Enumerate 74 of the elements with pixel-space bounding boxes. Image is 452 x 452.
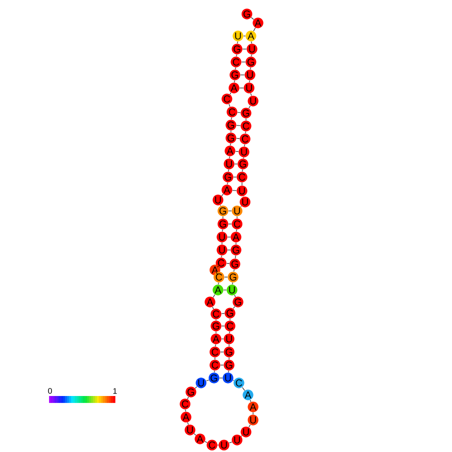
- backbone-line: [230, 92, 232, 94]
- backbone-line: [249, 80, 250, 83]
- backbone-line: [228, 357, 230, 360]
- backbone-line: [237, 41, 238, 44]
- backbone-line: [253, 28, 256, 32]
- backbone-line: [236, 216, 238, 219]
- backbone-line: [245, 131, 246, 134]
- backbone-line: [242, 387, 245, 391]
- backbone-line: [235, 67, 236, 70]
- backbone-line: [250, 93, 252, 96]
- backbone-line: [236, 229, 237, 232]
- backbone-line: [214, 357, 216, 360]
- backbone-line: [206, 380, 210, 382]
- backbone-line: [248, 106, 250, 108]
- backbone-line: [212, 306, 214, 310]
- backbone-line: [228, 370, 229, 373]
- backbone-line: [235, 255, 236, 259]
- backbone-line: [228, 169, 229, 172]
- base-pair-line: [233, 176, 237, 178]
- backbone-line: [252, 412, 254, 415]
- backbone-line: [221, 255, 222, 258]
- backbone-line: [221, 194, 224, 196]
- backbone-line: [234, 80, 235, 83]
- base-pair-line: [226, 263, 230, 264]
- backbone-line: [228, 442, 232, 444]
- backbone-line: [228, 104, 230, 108]
- backbone-line: [231, 117, 232, 120]
- backbone-line: [214, 370, 215, 373]
- base-pair-line: [240, 74, 245, 76]
- backbone-line: [232, 282, 233, 285]
- base-pair-line: [228, 210, 232, 212]
- backbone-line: [204, 441, 208, 443]
- backbone-line: [194, 386, 198, 389]
- backbone-line: [187, 422, 189, 425]
- backbone-line: [229, 331, 230, 334]
- base-pair-line: [242, 48, 247, 50]
- backbone-line: [242, 169, 243, 172]
- backbone-line: [216, 272, 218, 276]
- backbone-line: [248, 424, 250, 428]
- base-pair-line: [220, 364, 224, 366]
- backbone-line: [217, 266, 219, 268]
- backbone-line: [230, 130, 232, 133]
- base-pair-line: [235, 151, 239, 152]
- backbone-line: [251, 54, 252, 57]
- backbone-line: [250, 67, 251, 70]
- base-pair-line: [232, 190, 237, 191]
- backbone-line: [229, 156, 230, 159]
- base-pair-line: [236, 125, 241, 126]
- backbone-line: [234, 294, 236, 298]
- backbone-line: [228, 344, 230, 347]
- backbone-line: [236, 54, 237, 57]
- base-pair-line: [237, 112, 241, 113]
- backbone-line: [194, 433, 196, 436]
- base-pair-line: [236, 138, 240, 139]
- scale-label: 0: [48, 388, 52, 394]
- backbone-line: [212, 294, 216, 298]
- backbone-line: [187, 396, 189, 400]
- base-pair-line: [221, 313, 225, 314]
- backbone-line: [250, 400, 252, 402]
- backbone-line: [185, 409, 186, 412]
- backbone-line: [227, 182, 228, 185]
- backbone-line: [251, 41, 252, 44]
- scale-label: 1: [113, 388, 117, 394]
- backbone-line: [218, 282, 219, 285]
- base-pair-line: [221, 338, 224, 340]
- backbone-line: [233, 306, 235, 309]
- base-pair-line: [227, 236, 231, 238]
- backbone-line: [222, 216, 224, 219]
- backbone-line: [251, 17, 254, 20]
- backbone-line: [222, 229, 223, 232]
- backbone-line: [230, 143, 231, 146]
- base-pair-line: [224, 276, 228, 278]
- backbone-line: [244, 144, 245, 147]
- backbone-line: [215, 344, 216, 347]
